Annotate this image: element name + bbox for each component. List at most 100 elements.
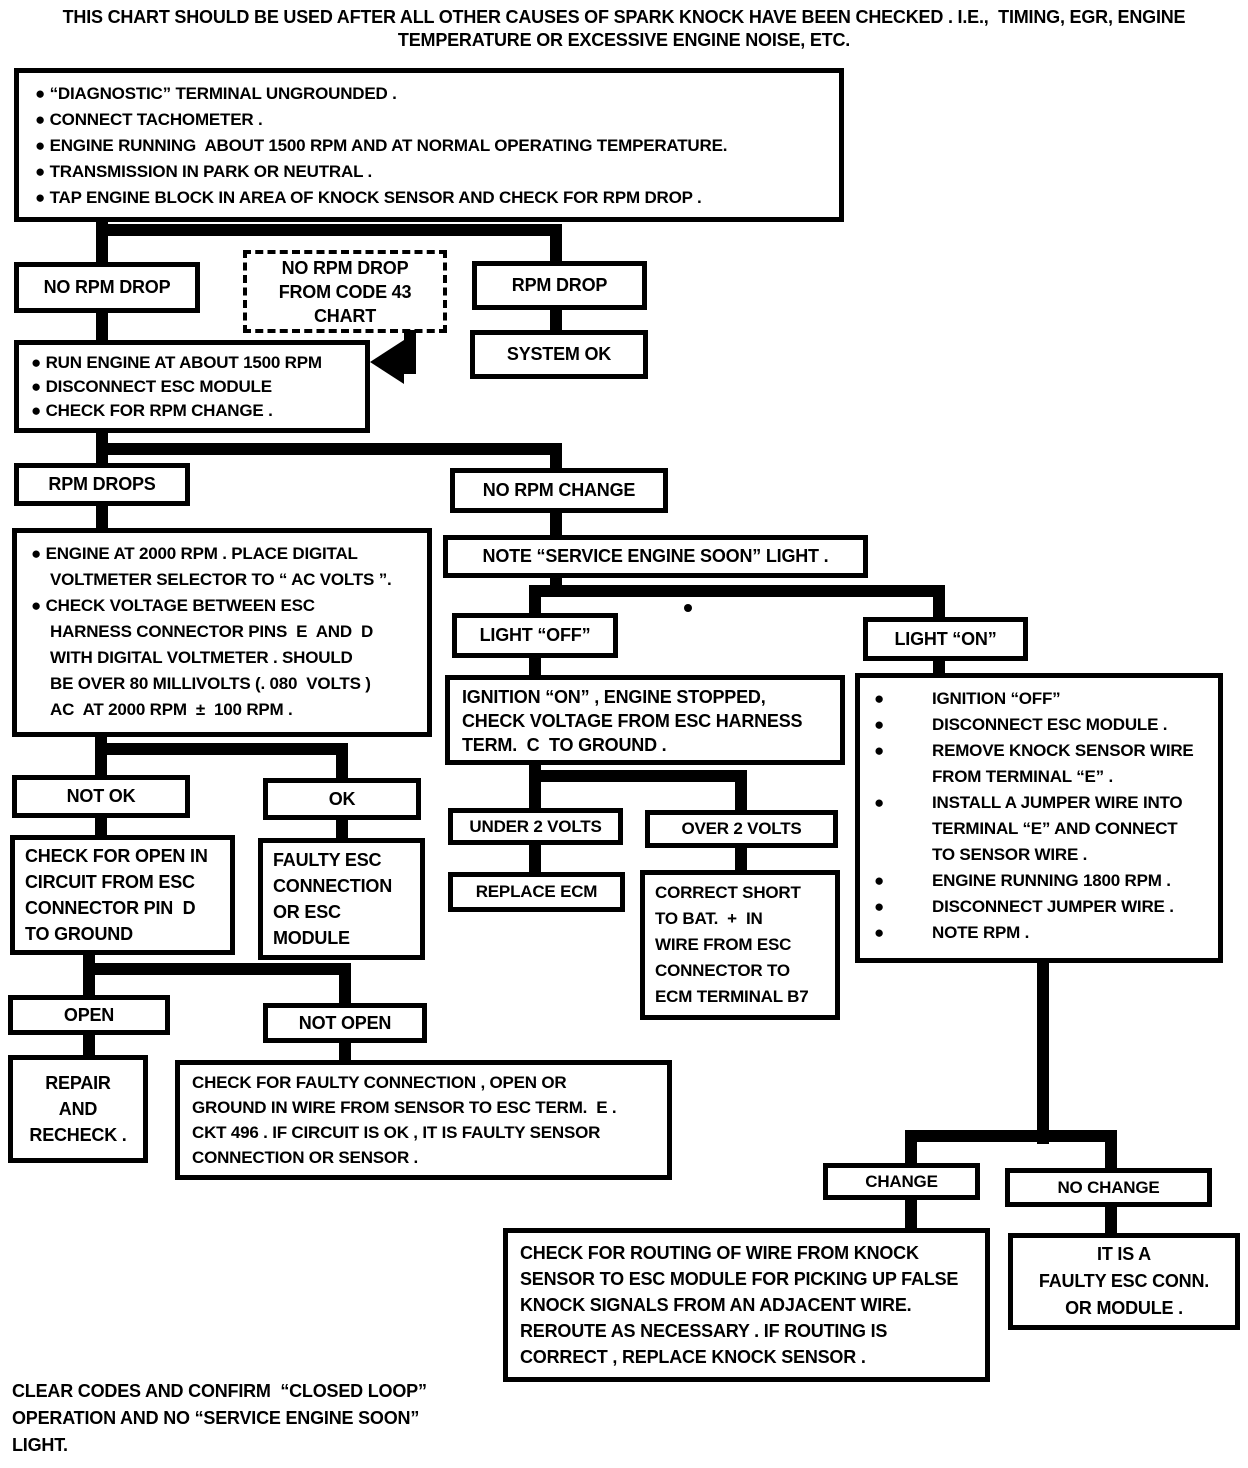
connector — [339, 1041, 351, 1062]
node-note-ses-light: NOTE “SERVICE ENGINE SOON” LIGHT . — [443, 535, 868, 578]
text-line: CHART — [314, 305, 376, 326]
text-line: CONNECTION OR SENSOR . — [192, 1148, 419, 1167]
node-repair-recheck: REPAIR AND RECHECK . — [8, 1055, 148, 1163]
connector — [550, 511, 562, 537]
node-code43-note: NO RPM DROP FROM CODE 43 CHART — [243, 250, 447, 333]
text-line: FAULTY ESC CONN. — [1038, 1271, 1210, 1291]
node-label: RPM DROPS — [48, 474, 156, 494]
text-line: AC AT 2000 RPM ± 100 RPM . — [50, 700, 293, 719]
connector — [83, 953, 95, 997]
node-label: OK — [328, 788, 356, 809]
text-line: “DIAGNOSTIC” TERMINAL UNGROUNDED . — [35, 81, 823, 107]
node-faulty-esc-connection: FAULTY ESC CONNECTION OR ESC MODULE — [258, 838, 425, 960]
node-label: UNDER 2 VOLTS — [469, 816, 602, 836]
text-line: TERM. C TO GROUND . — [462, 735, 667, 755]
text-line: REMOVE KNOCK SENSOR WIRE — [868, 738, 1210, 764]
node-no-rpm-change: NO RPM CHANGE — [450, 468, 668, 513]
node-label: NO RPM DROP — [43, 277, 171, 297]
connector — [529, 782, 541, 810]
node-rpm-drops: RPM DROPS — [14, 463, 190, 506]
text-line: MODULE — [273, 928, 350, 948]
connector — [550, 455, 562, 470]
chart-title-line: TEMPERATURE OR EXCESSIVE ENGINE NOISE, E… — [397, 30, 851, 50]
text-line: KNOCK SIGNALS FROM AN ADJACENT WIRE. — [520, 1295, 912, 1315]
text-line: TO GROUND — [25, 924, 133, 944]
text-line: TO BAT. + IN — [655, 909, 763, 928]
text-line: VOLTMETER SELECTOR TO “ AC VOLTS ”. — [50, 570, 392, 589]
arrow-left-icon — [370, 340, 404, 384]
connector — [933, 659, 945, 675]
node-label: NO RPM CHANGE — [482, 480, 636, 500]
connector — [336, 818, 348, 840]
connector — [83, 963, 351, 975]
text-line: ECM TERMINAL B7 — [655, 987, 809, 1006]
connector — [96, 224, 562, 236]
text-line: HARNESS CONNECTOR PINS E AND D — [50, 622, 374, 641]
text-line: INSTALL A JUMPER WIRE INTO — [868, 790, 1210, 816]
text-line: NOTE RPM . — [868, 920, 1210, 946]
text-line: CHECK VOLTAGE FROM ESC HARNESS — [462, 711, 803, 731]
text-line: RECHECK . — [29, 1125, 127, 1145]
text-line: CORRECT SHORT — [655, 883, 801, 902]
node-label: OPEN — [63, 1004, 115, 1025]
text-line: RUN ENGINE AT ABOUT 1500 RPM — [31, 351, 353, 375]
node-label: SYSTEM OK — [506, 344, 612, 364]
node-label: CHANGE — [865, 1171, 938, 1191]
connector — [95, 816, 107, 837]
connector — [96, 504, 108, 530]
scan-artifact-dot — [684, 604, 692, 612]
node-label: REPLACE ECM — [475, 882, 598, 901]
text-line: OPERATION AND NO “SERVICE ENGINE SOON” — [12, 1408, 420, 1428]
text-line: LIGHT. — [12, 1435, 68, 1455]
text-line: CORRECT , REPLACE KNOCK SENSOR . — [520, 1347, 866, 1367]
node-change: CHANGE — [823, 1163, 980, 1200]
connector — [529, 843, 541, 874]
node-light-off: LIGHT “OFF” — [452, 613, 618, 658]
node-correct-short: CORRECT SHORT TO BAT. + IN WIRE FROM ESC… — [640, 870, 840, 1020]
text-line: AND — [58, 1099, 98, 1119]
node-ignition-on-check: IGNITION “ON” , ENGINE STOPPED, CHECK VO… — [445, 675, 845, 765]
text-line: NO RPM DROP — [281, 257, 409, 278]
connector — [735, 782, 747, 812]
text-line: BE OVER 80 MILLIVOLTS (. 080 VOLTS ) — [50, 674, 371, 693]
text-line: ENGINE AT 2000 RPM . PLACE DIGITAL — [31, 541, 413, 567]
node-check-open-circuit: CHECK FOR OPEN IN CIRCUIT FROM ESC CONNE… — [10, 835, 235, 955]
text-line: DISCONNECT JUMPER WIRE . — [868, 894, 1210, 920]
node-replace-ecm: REPLACE ECM — [448, 872, 625, 912]
node-label: NO CHANGE — [1057, 1177, 1160, 1197]
node-not-ok: NOT OK — [12, 775, 190, 818]
text-line: CHECK VOLTAGE BETWEEN ESC — [31, 593, 413, 619]
chart-title-line: THIS CHART SHOULD BE USED AFTER ALL OTHE… — [62, 7, 1186, 27]
connector — [905, 1198, 917, 1230]
connector — [1105, 1142, 1117, 1170]
connector — [529, 656, 541, 677]
connector — [96, 443, 562, 455]
text-line: CHECK FOR OPEN IN — [25, 846, 208, 866]
text-line: IGNITION “ON” , ENGINE STOPPED, — [462, 687, 766, 707]
connector — [905, 1142, 917, 1165]
connector — [95, 735, 107, 777]
connector — [905, 1130, 1117, 1142]
text-line: OR ESC — [273, 902, 341, 922]
text-line: CONNECTION — [273, 876, 392, 896]
text-line: OR MODULE . — [1065, 1298, 1183, 1318]
connector — [83, 1033, 95, 1057]
text-line: WIRE FROM ESC — [655, 935, 792, 954]
node-initial-setup: “DIAGNOSTIC” TERMINAL UNGROUNDED . CONNE… — [14, 68, 844, 222]
footer-note: CLEAR CODES AND CONFIRM “CLOSED LOOP” OP… — [12, 1378, 492, 1459]
text-line: TO SENSOR WIRE . — [932, 845, 1088, 864]
text-line: CIRCUIT FROM ESC — [25, 872, 195, 892]
node-ok: OK — [263, 778, 421, 820]
node-no-change: NO CHANGE — [1005, 1168, 1212, 1207]
node-system-ok: SYSTEM OK — [470, 330, 648, 379]
connector — [933, 597, 945, 619]
text-line: IT IS A — [1097, 1244, 1151, 1264]
connector — [336, 755, 348, 780]
node-check-wire-routing: CHECK FOR ROUTING OF WIRE FROM KNOCK SEN… — [503, 1228, 990, 1382]
node-open: OPEN — [8, 995, 170, 1035]
node-no-rpm-drop: NO RPM DROP — [14, 262, 200, 313]
connector — [339, 975, 351, 1005]
node-light-on-steps: IGNITION “OFF” DISCONNECT ESC MODULE . R… — [855, 673, 1223, 963]
node-label: NOT OK — [66, 786, 136, 806]
text-line: TERMINAL “E” AND CONNECT — [932, 819, 1178, 838]
